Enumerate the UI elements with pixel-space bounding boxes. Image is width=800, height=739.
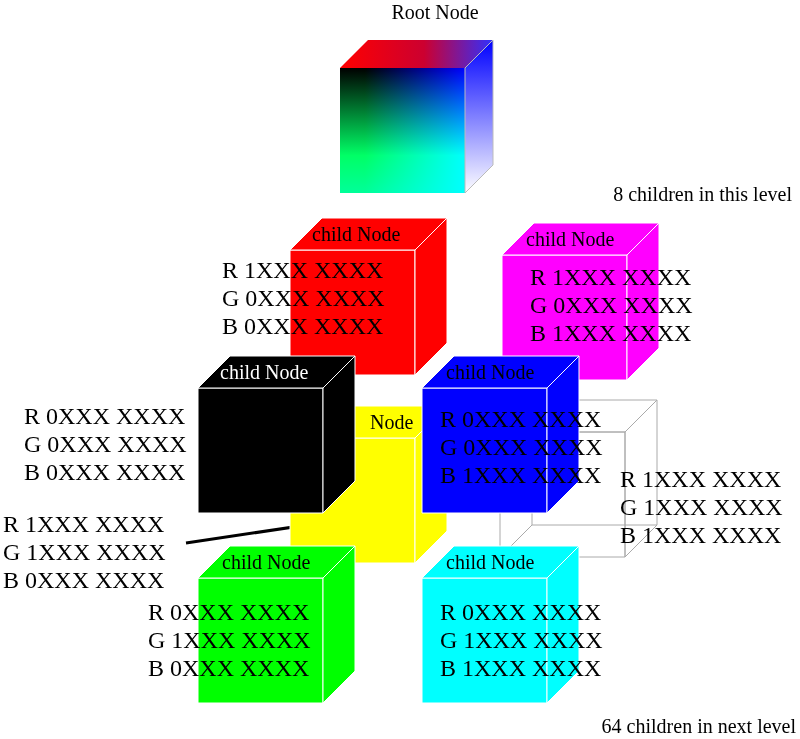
bit-pattern: R 0XXX XXXX G 1XXX XXXX B 1XXX XXXX xyxy=(440,598,607,682)
child-cube: child NodeR 1XXX XXXX G 0XXX XXXX B 0XXX… xyxy=(290,218,447,375)
child-cube: child NodeR 0XXX XXXX G 0XXX XXXX B 1XXX… xyxy=(422,356,579,513)
level-note: 8 children in this level xyxy=(613,184,792,204)
node-heading: child Node xyxy=(446,552,534,572)
child-cube: child NodeR 0XXX XXXX G 1XXX XXXX B 0XXX… xyxy=(198,546,355,703)
bit-pattern: R 1XXX XXXX G 0XXX XXXX B 0XXX XXXX xyxy=(222,256,389,340)
node-heading: child Node xyxy=(222,552,310,572)
node-heading: child Node xyxy=(526,229,614,249)
bit-pattern: R 0XXX XXXX G 1XXX XXXX B 0XXX XXXX xyxy=(148,598,315,682)
cube-faces xyxy=(340,40,493,193)
bit-pattern: R 0XXX XXXX G 0XXX XXXX B 1XXX XXXX xyxy=(440,405,607,489)
node-heading: Node xyxy=(370,412,413,432)
child-cube: child NodeR 0XXX XXXX G 1XXX XXXX B 1XXX… xyxy=(422,546,579,703)
level-note: 64 children in next level xyxy=(602,716,796,736)
bit-pattern: R 1XXX XXXX G 1XXX XXXX B 1XXX XXXX xyxy=(620,465,787,549)
bit-pattern: R 1XXX XXXX G 0XXX XXXX B 1XXX XXXX xyxy=(530,263,697,347)
node-heading: Root Node xyxy=(391,2,478,22)
bit-pattern: R 1XXX XXXX G 1XXX XXXX B 0XXX XXXX xyxy=(3,510,170,594)
node-heading: child Node xyxy=(446,362,534,382)
bit-pattern: R 0XXX XXXX G 0XXX XXXX B 0XXX XXXX xyxy=(24,402,191,486)
node-heading: child Node xyxy=(220,362,308,382)
node-heading: child Node xyxy=(312,224,400,244)
root-cube: Root Node xyxy=(340,40,493,193)
child-cube: child NodeR 0XXX XXXX G 0XXX XXXX B 0XXX… xyxy=(198,356,355,513)
